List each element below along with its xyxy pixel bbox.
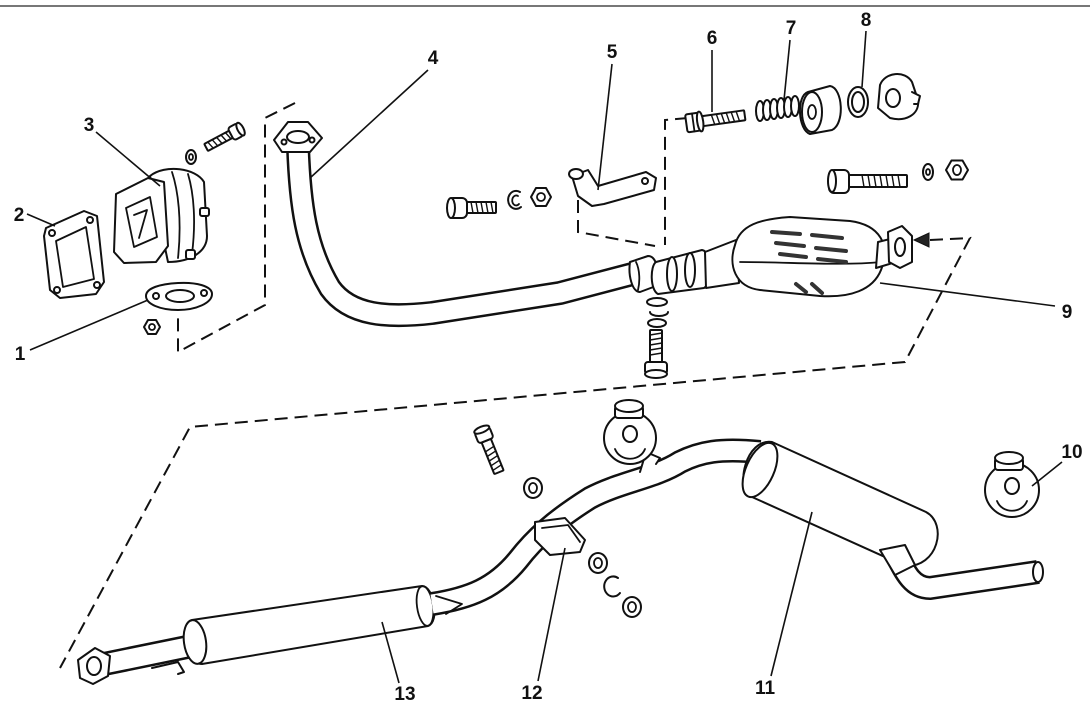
rubber-hanger-center [603,399,657,465]
leader-line-12 [537,547,566,682]
callout-3: 3 [84,115,95,136]
converter-nut [945,159,969,181]
flange-gasket [145,281,213,311]
rear-clamp-washer [523,477,543,499]
converter-bolt [827,169,908,194]
callout-4: 4 [428,48,439,69]
converter-washer [922,163,934,181]
flexible-coupling [650,239,740,295]
spring-washer [185,149,197,165]
leader-line-7 [783,39,791,101]
leader-line-2 [26,213,56,227]
clamp-bolt [644,329,668,379]
rear-silencer [741,440,1044,600]
leader-line-5 [597,63,613,191]
rear-clamp-bolt [473,424,505,475]
clamp-washers [646,297,669,328]
leader-line-9 [879,282,1056,307]
leader-line-10 [1031,461,1063,487]
leader-line-4 [309,69,429,179]
callout-6: 6 [707,28,718,49]
bracket-washer [507,189,522,210]
assembly-line-mount-bolt [664,117,689,245]
callout-11: 11 [755,678,776,699]
support-bracket [568,168,657,207]
assembly-line-front [177,102,296,354]
rear-pipe-clamp [534,517,586,556]
assembly-line-rear [59,236,972,669]
callout-1: 1 [15,344,26,365]
pipe-clamp [628,255,659,293]
flange-nut [143,319,161,335]
callout-2: 2 [14,205,25,226]
gasket-plate [43,210,105,299]
leader-line-3 [95,131,161,187]
rubber-hanger [984,451,1040,518]
leader-line-1 [29,299,149,351]
manifold-housing [113,167,210,264]
bracket-bolt [446,197,497,219]
rear-pipe-flange [77,634,195,685]
callout-13: 13 [394,684,415,704]
arrow-head [912,232,930,248]
assembly-line-bracket [577,200,656,247]
callout-8: 8 [861,10,872,31]
rear-clamp-nuts [588,552,642,618]
mount-bolt [684,109,747,134]
leader-line-11 [770,511,813,677]
callout-7: 7 [786,18,797,39]
leader-line-13 [381,621,400,684]
bracket-nut [530,187,552,207]
callout-5: 5 [607,42,618,63]
flange-bolt [203,121,246,152]
rubber-mount-upper [877,73,921,120]
callout-10: 10 [1061,442,1082,463]
sealing-ring [847,86,869,118]
leader-line-8 [861,30,867,88]
catalytic-converter [731,216,913,298]
front-pipe [273,121,644,328]
callout-9: 9 [1062,302,1073,323]
callout-12: 12 [521,683,542,704]
rubber-bushing [799,85,842,135]
front-silencer [182,585,436,665]
mount-spring [755,95,800,122]
